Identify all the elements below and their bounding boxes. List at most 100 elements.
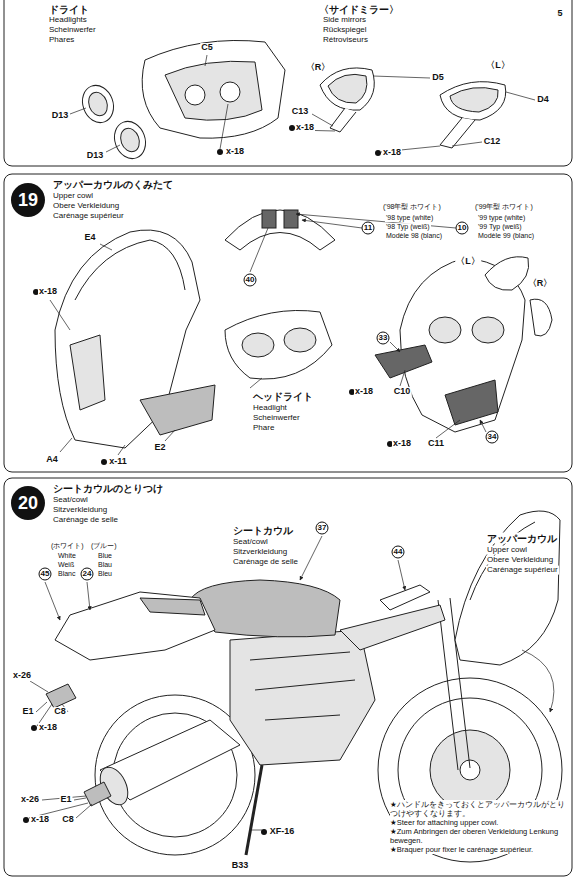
- headlight-housing: [142, 40, 285, 138]
- part-label: x-18: [295, 123, 315, 133]
- part-label: C8: [53, 707, 67, 717]
- side-mirror: [328, 74, 367, 103]
- leader-line: [400, 370, 405, 386]
- leader-line: [30, 681, 48, 692]
- step-number-text: 19: [18, 191, 38, 209]
- part-label: x-18: [382, 148, 402, 158]
- motorcycle-body: [250, 652, 355, 720]
- turn-signal: [46, 684, 111, 806]
- callout-number: 11: [362, 222, 375, 235]
- leader-line: [302, 220, 362, 228]
- leader-line: [480, 420, 486, 432]
- translation-text: Phare: [252, 424, 275, 433]
- windscreen-top-view: [284, 210, 298, 228]
- upper-cowl: [140, 385, 215, 435]
- assembled-cowl: [530, 299, 552, 336]
- part-label: A4: [45, 455, 59, 465]
- motorcycle-body: [140, 598, 205, 615]
- paint-note: Blanc: [57, 570, 77, 578]
- leader-line: [70, 55, 535, 156]
- headlight: [225, 310, 332, 379]
- inner-panel: [445, 380, 498, 425]
- callout-number: 24: [81, 568, 94, 581]
- paint-note: '99 type (white): [477, 214, 526, 222]
- part-label: x-26: [20, 795, 40, 805]
- part-label: x-18: [354, 387, 374, 397]
- paint-note: Blau: [97, 561, 113, 569]
- motorcycle-body: [55, 592, 215, 660]
- part-label: D13: [86, 151, 105, 161]
- upper-cowl: [70, 335, 105, 410]
- leader-line: [70, 108, 86, 114]
- part-label: x-18: [225, 147, 245, 157]
- assembly-note: ★ハンドルをきっておくとアッパーカウルがとりつけやすくなります。: [390, 800, 570, 818]
- upper-cowl: [55, 230, 215, 448]
- callout-number: 33: [377, 332, 390, 345]
- translation-text: Carénage supérieur: [486, 566, 559, 575]
- headlight-housing: [165, 61, 262, 120]
- paint-note: Bleu: [97, 570, 113, 578]
- leader-line: [60, 438, 72, 452]
- panel-frame: [4, 0, 572, 166]
- part-label: x-26: [12, 671, 32, 681]
- callout-number: 37: [316, 522, 329, 535]
- upper-cowl: [75, 240, 185, 300]
- callout-number: 40: [244, 274, 257, 287]
- side-mirror: [320, 68, 506, 148]
- step-number: 19: [11, 183, 45, 217]
- translation-text: Obere Verkleidung: [52, 202, 120, 211]
- leader-line: [250, 228, 268, 272]
- part-label: C5: [200, 43, 214, 53]
- side-mirror: [440, 82, 506, 120]
- part-label: 〈R〉: [527, 279, 554, 289]
- part-label: D5: [431, 73, 445, 83]
- headlight: [242, 333, 274, 357]
- turn-signal: [84, 782, 111, 806]
- panel-frame: [4, 0, 572, 876]
- part-label: C10: [393, 387, 412, 397]
- panel-frame: [4, 174, 572, 472]
- callout-number: 10: [456, 222, 469, 235]
- step-heading: アッパーカウルのくみたて: [52, 179, 174, 190]
- headlight-housing: [142, 40, 285, 138]
- inner-panel: [375, 345, 498, 425]
- leader-line: [296, 214, 456, 228]
- leader-line: [390, 342, 400, 352]
- headlight-lens: [109, 117, 150, 163]
- part-label: C8: [61, 815, 75, 825]
- paint-note: Modèle 98 (blanc): [385, 232, 443, 240]
- translation-text: Headlight: [252, 404, 288, 413]
- leader-line: [106, 145, 120, 152]
- part-label: x-18: [38, 723, 58, 733]
- paint-note: Weiß: [57, 561, 75, 569]
- headlight-housing: [220, 82, 240, 102]
- step-heading: アッパーカウル: [486, 533, 558, 544]
- translation-text: Carénage de selle: [232, 558, 299, 567]
- callout-number: 34: [486, 431, 499, 444]
- side-stand: [246, 765, 262, 855]
- translation-text: Rückspiegel: [322, 26, 368, 35]
- part-label: 5: [556, 9, 563, 19]
- step-heading: ヘッドライト: [252, 391, 314, 402]
- step-number-text: 20: [18, 494, 38, 512]
- leader-line: [220, 104, 228, 149]
- part-label: E4: [83, 233, 96, 243]
- headlight-lens: [77, 81, 118, 127]
- leader-line: [250, 378, 262, 388]
- front-wheel: [460, 760, 480, 780]
- paint-note: (ブルー): [90, 542, 118, 550]
- assembled-cowl: [429, 317, 461, 343]
- headlight-lens: [117, 126, 142, 155]
- leader-line: [101, 459, 107, 465]
- leader-line: [118, 445, 125, 455]
- motorcycle-body: [340, 605, 445, 650]
- assembled-cowl: [485, 257, 529, 290]
- assembled-cowl: [472, 317, 504, 343]
- motorcycle-body: [55, 511, 560, 809]
- side-mirror: [450, 88, 498, 112]
- assembly-note: ★Zum Anbringen der oberen Verkleidung Le…: [390, 827, 570, 845]
- part-label: C11: [427, 439, 445, 449]
- headlight: [284, 328, 316, 352]
- leader-line: [217, 149, 223, 155]
- step-heading: シートカウル: [232, 525, 294, 536]
